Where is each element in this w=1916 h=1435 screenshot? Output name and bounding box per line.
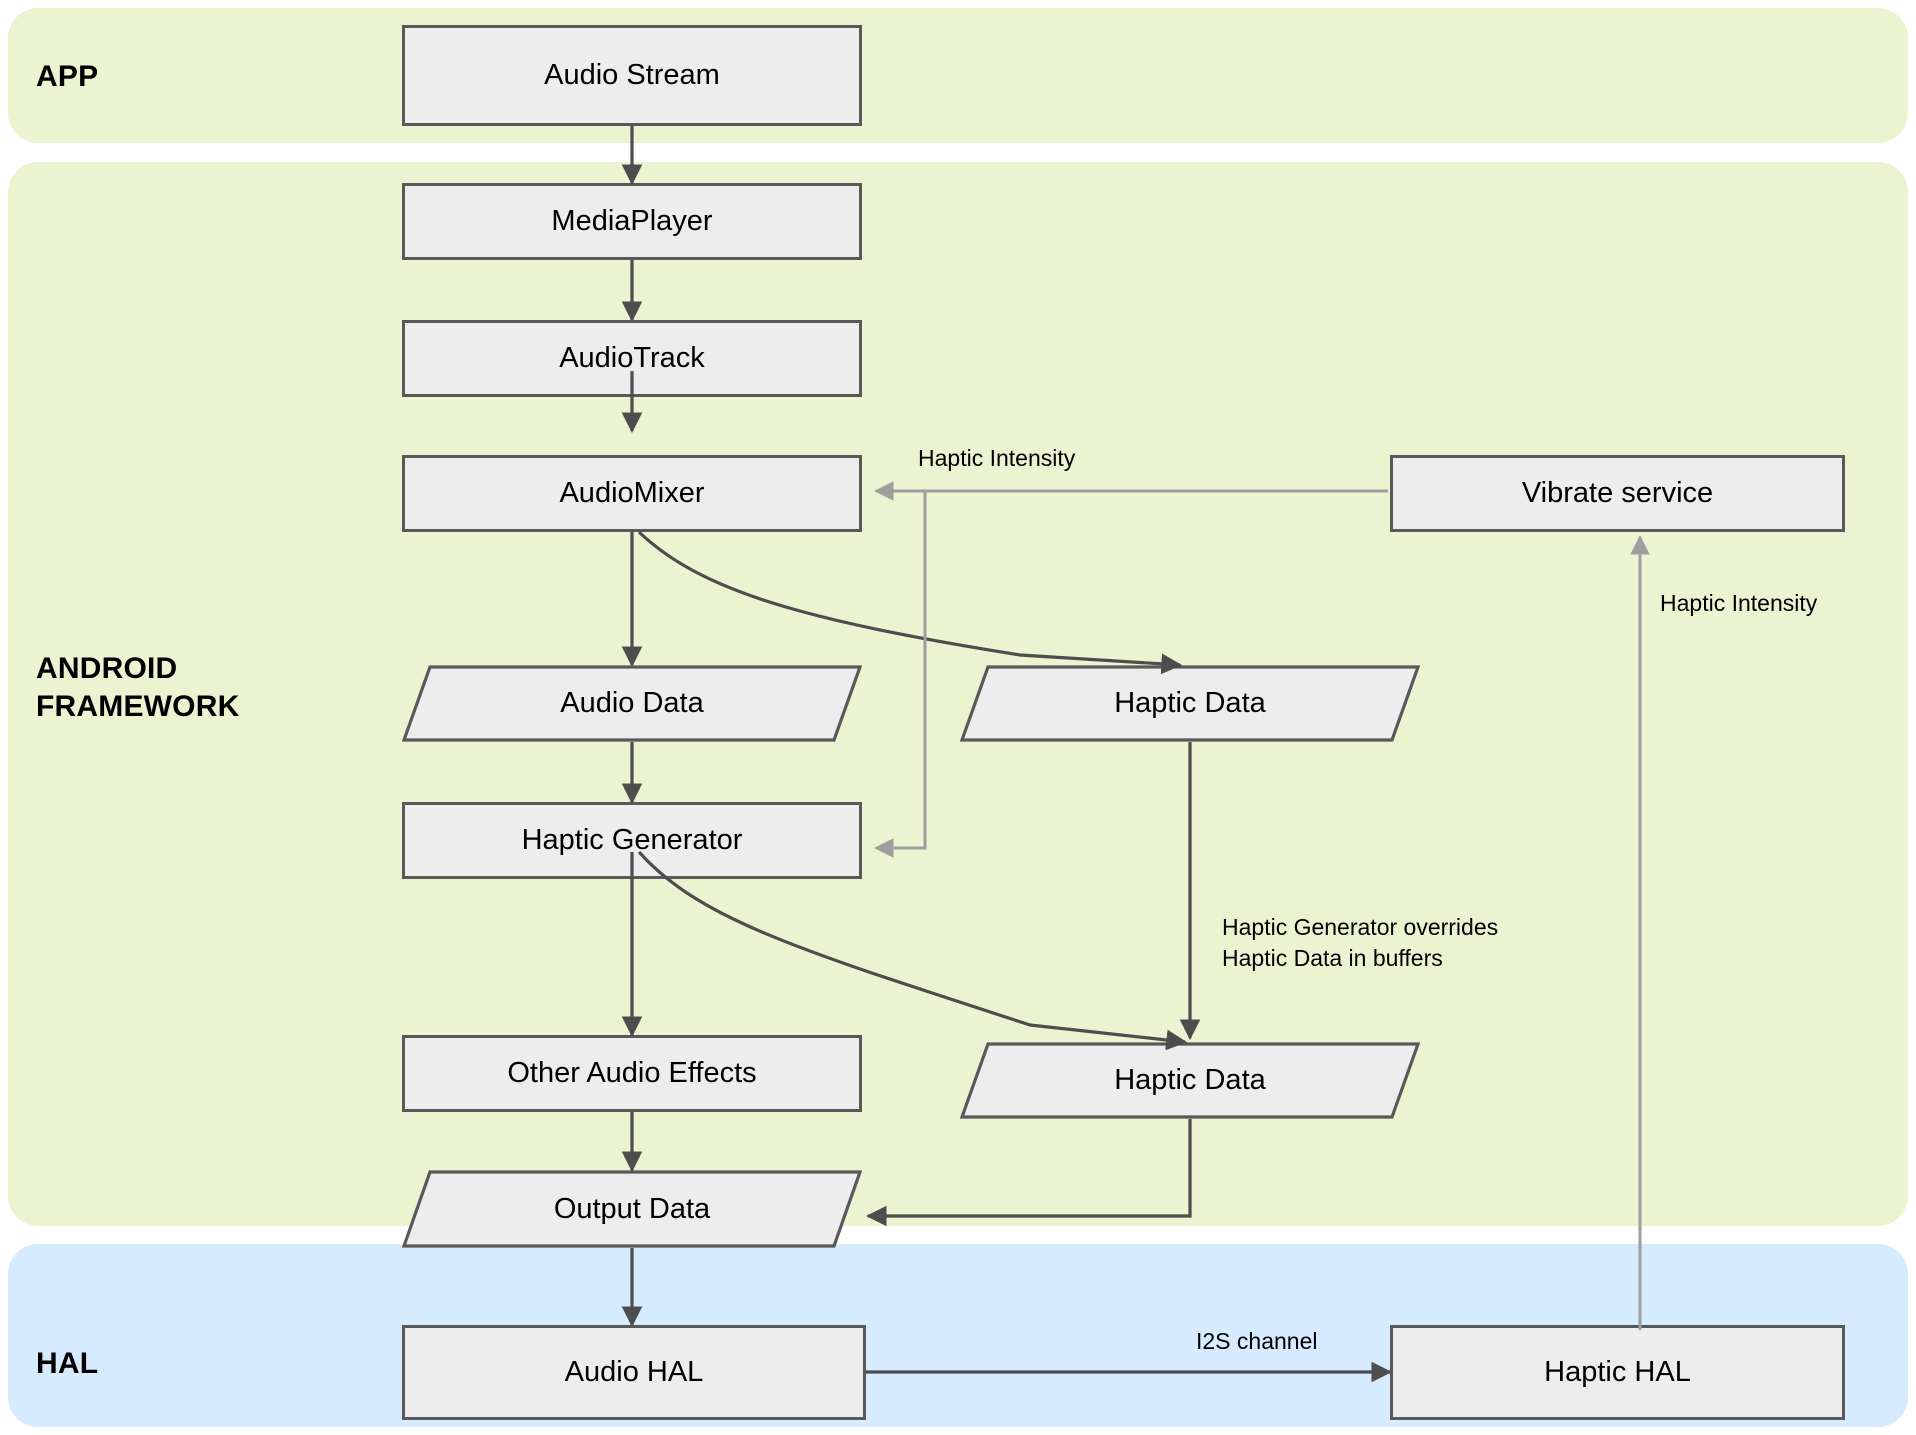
node-label: Haptic HAL bbox=[1544, 1356, 1691, 1388]
node-other-audio-effects[interactable]: Other Audio Effects bbox=[402, 1035, 862, 1112]
node-audio-stream[interactable]: Audio Stream bbox=[402, 25, 862, 126]
node-output-data[interactable]: Output Data bbox=[402, 1170, 862, 1248]
node-media-player[interactable]: MediaPlayer bbox=[402, 183, 862, 260]
node-label: Other Audio Effects bbox=[507, 1057, 757, 1089]
node-label: Audio Stream bbox=[544, 59, 720, 91]
node-label: Output Data bbox=[553, 1192, 711, 1225]
node-audio-mixer[interactable]: AudioMixer bbox=[402, 455, 862, 532]
node-haptic-data-top[interactable]: Haptic Data bbox=[960, 665, 1420, 742]
node-label: Haptic Data bbox=[1114, 1064, 1266, 1096]
edge-label-i2s-channel: I2S channel bbox=[1196, 1328, 1318, 1354]
lane-label-framework: ANDROID FRAMEWORK bbox=[36, 652, 240, 724]
lane-label-hal: HAL bbox=[36, 1347, 99, 1380]
node-haptic-hal[interactable]: Haptic HAL bbox=[1390, 1325, 1845, 1420]
edge-label-haptic-intensity-mixer: Haptic Intensity bbox=[918, 445, 1076, 471]
node-label: MediaPlayer bbox=[551, 205, 713, 237]
node-haptic-data-bottom[interactable]: Haptic Data bbox=[960, 1042, 1420, 1119]
node-label: Audio HAL bbox=[564, 1356, 704, 1388]
parallelogram-shape bbox=[402, 1170, 862, 1248]
parallelogram-shape bbox=[402, 665, 862, 742]
node-audio-track[interactable]: AudioTrack bbox=[402, 320, 862, 397]
lane-framework bbox=[8, 162, 1908, 1226]
edge-label-override-note: Haptic Generator overrides Haptic Data i… bbox=[1222, 914, 1499, 972]
node-vibrate-service[interactable]: Vibrate service bbox=[1390, 455, 1845, 532]
node-label: Haptic Data bbox=[1114, 687, 1266, 719]
node-label: Audio Data bbox=[560, 687, 704, 719]
parallelogram-shape bbox=[960, 1042, 1420, 1119]
node-label: Haptic Generator bbox=[521, 824, 743, 856]
node-audio-hal[interactable]: Audio HAL bbox=[402, 1325, 866, 1420]
node-haptic-generator[interactable]: Haptic Generator bbox=[402, 802, 862, 879]
node-audio-data[interactable]: Audio Data bbox=[402, 665, 862, 742]
parallelogram-shape bbox=[960, 665, 1420, 742]
edge-label-haptic-intensity-vibrate: Haptic Intensity bbox=[1660, 590, 1818, 616]
lane-label-app: APP bbox=[36, 60, 99, 93]
lane-app bbox=[8, 8, 1908, 143]
node-label: Vibrate service bbox=[1521, 477, 1714, 509]
node-label: AudioMixer bbox=[559, 477, 705, 509]
node-label: AudioTrack bbox=[559, 342, 705, 374]
